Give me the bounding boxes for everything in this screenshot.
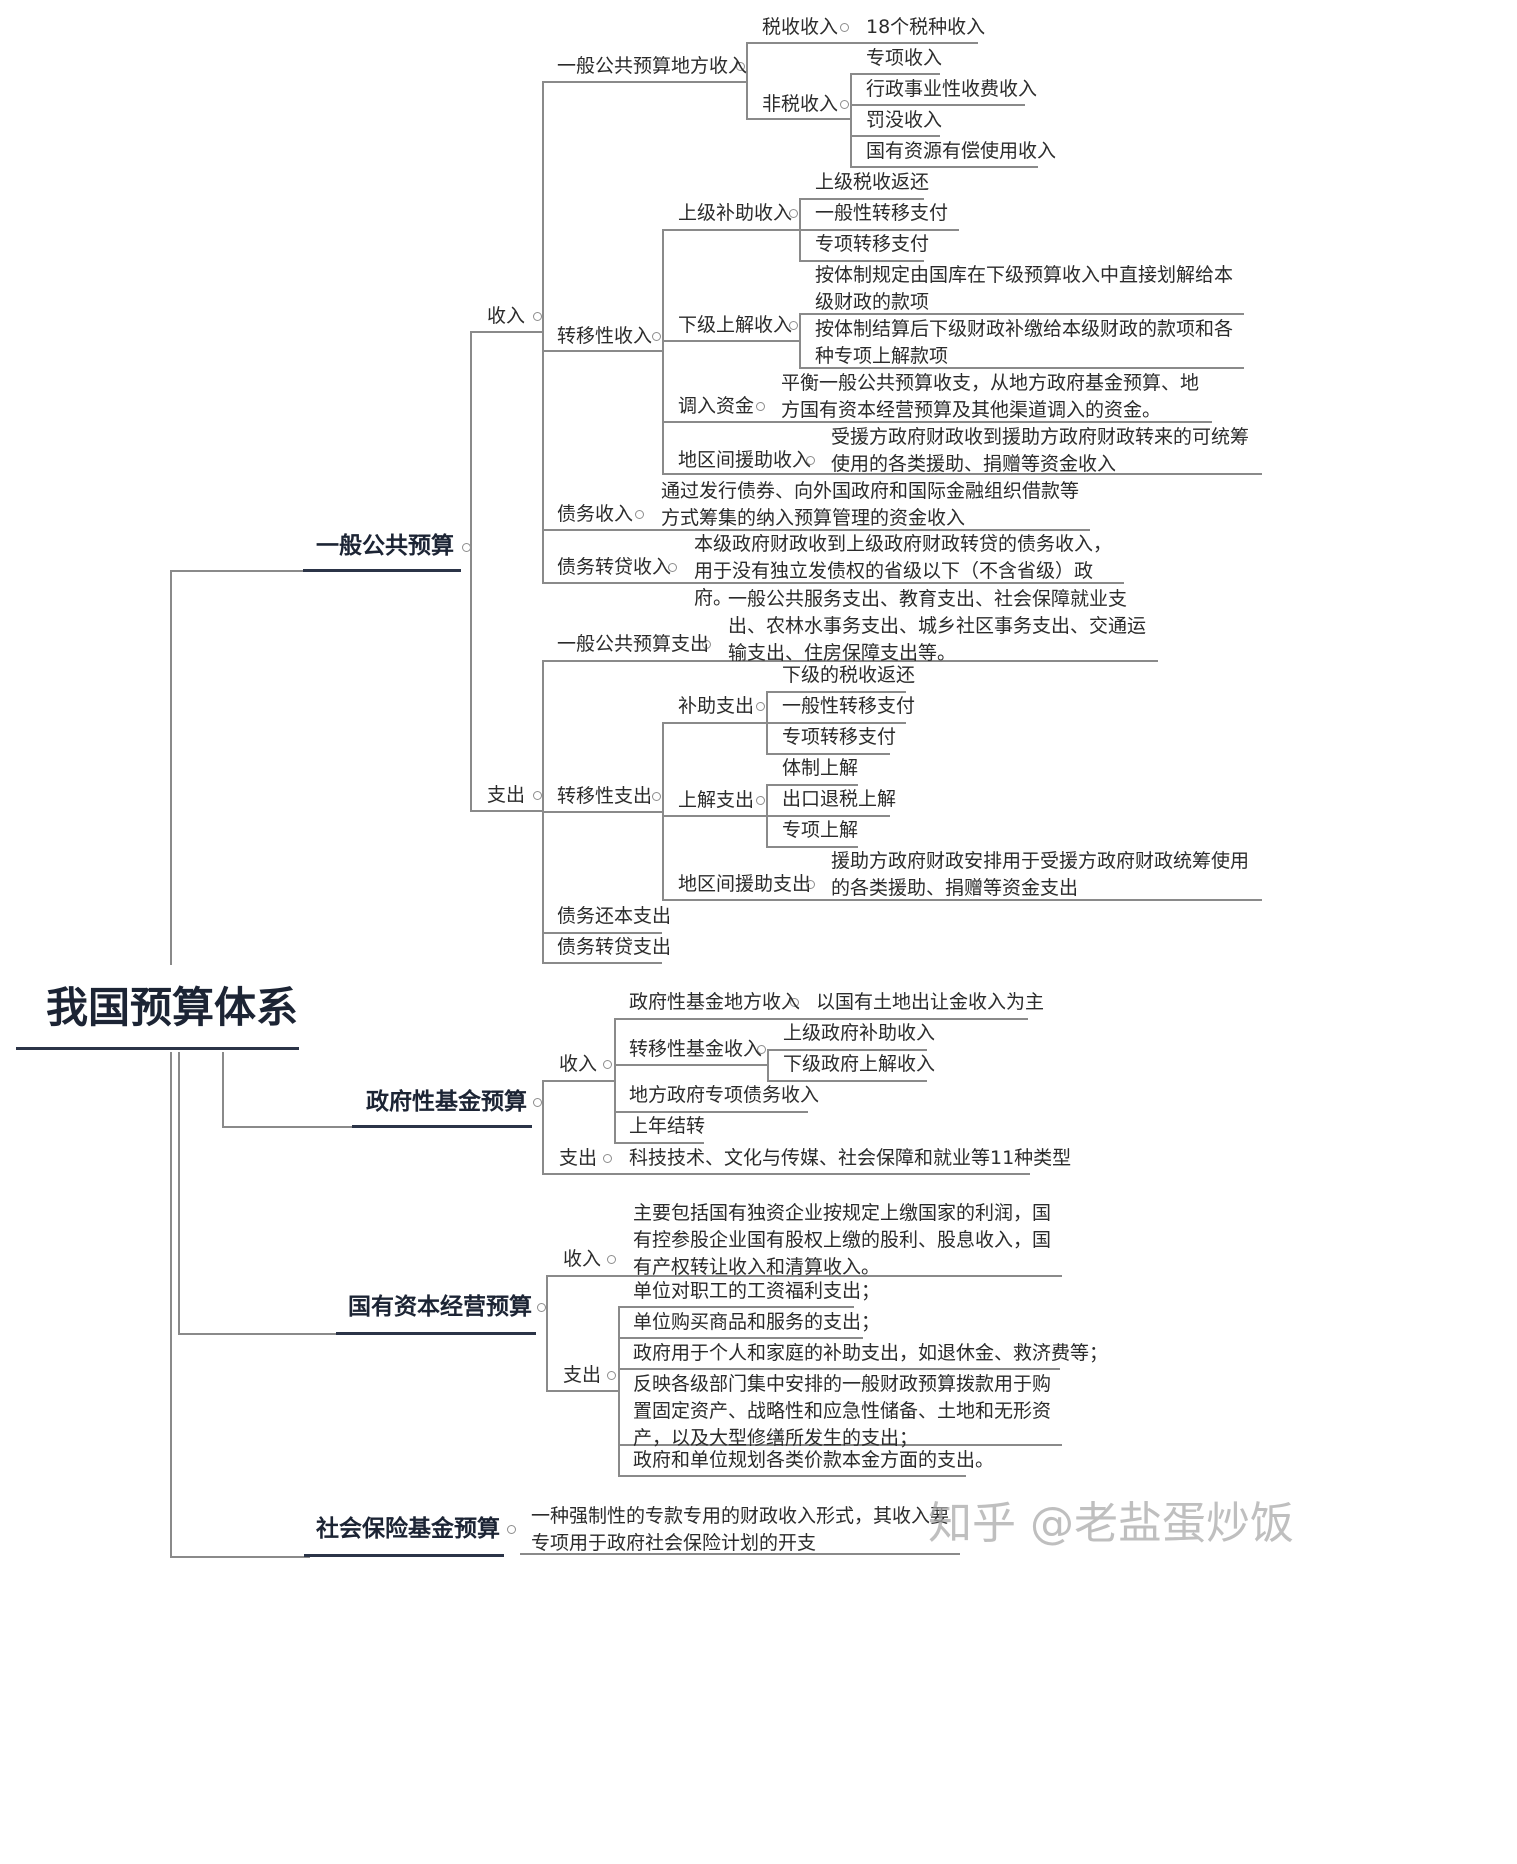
- socb-expense-item: 反映各级部门集中安排的一般财政预算拨款用于购置固定资产、战略性和应急性储备、土地…: [633, 1373, 1052, 1449]
- gfb-carryover-node[interactable]: 上年结转: [629, 1115, 706, 1137]
- subsidy-expense-item: 一般性转移支付: [782, 695, 916, 717]
- nontax-item: 行政事业性收费收入: [866, 78, 1038, 100]
- socb-expense-node[interactable]: 支出: [563, 1364, 602, 1386]
- interregional-aid-expense-desc: 援助方政府财政安排用于受援方政府财政统筹使用的各类援助、捐赠等资金支出: [831, 850, 1250, 899]
- socb-expense-item: 单位购买商品和服务的支出；: [633, 1311, 881, 1333]
- tax-income-node[interactable]: 税收收入: [762, 16, 839, 38]
- subsidy-expense-item: 专项转移支付: [782, 726, 897, 748]
- interregional-aid-income-desc: 受援方政府财政收到援助方政府财政转来的可统筹使用的各类援助、捐赠等资金收入: [831, 426, 1250, 475]
- government-fund-budget-node[interactable]: 政府性基金预算: [366, 1089, 527, 1115]
- debt-relend-income-desc: 本级政府财政收到上级政府财政转贷的债务收入，用于没有独立发债权的省级以下（不含省…: [694, 533, 1113, 609]
- general-public-budget-node[interactable]: 一般公共预算: [316, 533, 454, 559]
- watermark: 知乎 @老盐蛋炒饭: [928, 1498, 1294, 1549]
- debt-income-desc: 通过发行债券、向外国政府和国际金融组织借款等方式筹集的纳入预算管理的资金收入: [661, 480, 1080, 529]
- lower-remit-item: 按体制结算后下级财政补缴给本级财政的款项和各种专项上解款项: [815, 318, 1234, 367]
- transfer-in-funds-desc: 平衡一般公共预算收支，从地方政府基金预算、地方国有资本经营预算及其他渠道调入的资…: [781, 372, 1200, 421]
- socb-expense-item: 政府和单位规划各类价款本金方面的支出。: [633, 1449, 995, 1471]
- lower-remit-income-node[interactable]: 下级上解收入: [678, 314, 793, 336]
- upper-subsidy-income-node[interactable]: 上级补助收入: [678, 202, 793, 224]
- debt-relend-income-node[interactable]: 债务转贷收入: [557, 556, 672, 578]
- gfb-income-node[interactable]: 收入: [559, 1053, 598, 1075]
- root-title: 我国预算体系: [46, 983, 299, 1032]
- remit-expense-item: 体制上解: [782, 757, 859, 779]
- remit-expense-item: 专项上解: [782, 819, 859, 841]
- upper-subsidy-item: 上级税收返还: [815, 171, 930, 193]
- socb-expense-item: 政府用于个人和家庭的补助支出，如退休金、救济费等；: [633, 1342, 1109, 1364]
- nontax-item: 专项收入: [866, 47, 943, 69]
- tax-income-detail: 18个税种收入: [866, 16, 986, 38]
- subsidy-expense-node[interactable]: 补助支出: [678, 695, 755, 717]
- transfer-expense-node[interactable]: 转移性支出: [557, 785, 653, 807]
- upper-subsidy-item: 一般性转移支付: [815, 202, 949, 224]
- gfb-special-bond-node[interactable]: 地方政府专项债务收入: [629, 1084, 820, 1106]
- socb-expense-item: 单位对职工的工资福利支出；: [633, 1280, 881, 1302]
- social-insurance-fund-budget-node[interactable]: 社会保险基金预算: [316, 1516, 500, 1542]
- subsidy-expense-item: 下级的税收返还: [782, 664, 916, 686]
- gfb-transfer-income-node[interactable]: 转移性基金收入: [629, 1038, 763, 1060]
- gfb-transfer-item: 上级政府补助收入: [783, 1022, 936, 1044]
- lower-remit-item: 按体制规定由国库在下级预算收入中直接划解给本级财政的款项: [815, 264, 1234, 313]
- transfer-in-funds-node[interactable]: 调入资金: [678, 395, 755, 417]
- gfb-transfer-item: 下级政府上解收入: [783, 1053, 936, 1075]
- gpb-general-expense-node[interactable]: 一般公共预算支出: [557, 633, 710, 655]
- nontax-item: 国有资源有偿使用收入: [866, 140, 1057, 162]
- gfb-expense-desc: 科技技术、文化与传媒、社会保障和就业等11种类型: [629, 1147, 1072, 1169]
- debt-income-node[interactable]: 债务收入: [557, 503, 634, 525]
- social-insurance-fund-desc: 一种强制性的专款专用的财政收入形式，其收入要专项用于政府社会保险计划的开支: [531, 1505, 950, 1554]
- nontax-income-node[interactable]: 非税收入: [762, 93, 839, 115]
- gfb-local-income-desc: 以国有土地出让金收入为主: [816, 991, 1045, 1013]
- socb-income-desc: 主要包括国有独资企业按规定上缴国家的利润，国有控参股企业国有股权上缴的股利、股息…: [633, 1202, 1052, 1278]
- debt-relend-expense-node[interactable]: 债务转贷支出: [557, 936, 672, 958]
- gpb-general-expense-desc: 一般公共服务支出、教育支出、社会保障就业支出、农林水事务支出、城乡社区事务支出、…: [728, 588, 1147, 664]
- gpb-expense-node[interactable]: 支出: [487, 784, 526, 806]
- transfer-income-node[interactable]: 转移性收入: [557, 325, 653, 347]
- socb-income-node[interactable]: 收入: [563, 1248, 602, 1270]
- gpb-income-node[interactable]: 收入: [487, 305, 526, 327]
- gfb-expense-node[interactable]: 支出: [559, 1147, 598, 1169]
- state-capital-budget-node[interactable]: 国有资本经营预算: [348, 1294, 532, 1320]
- gfb-local-income-node[interactable]: 政府性基金地方收入: [629, 991, 801, 1013]
- interregional-aid-expense-node[interactable]: 地区间援助支出: [678, 873, 812, 895]
- interregional-aid-income-node[interactable]: 地区间援助收入: [678, 449, 812, 471]
- gpb-local-income-node[interactable]: 一般公共预算地方收入: [557, 55, 748, 77]
- upper-subsidy-item: 专项转移支付: [815, 233, 930, 255]
- remit-expense-node[interactable]: 上解支出: [678, 789, 755, 811]
- nontax-item: 罚没收入: [866, 109, 943, 131]
- remit-expense-item: 出口退税上解: [782, 788, 897, 810]
- debt-repay-expense-node[interactable]: 债务还本支出: [557, 905, 672, 927]
